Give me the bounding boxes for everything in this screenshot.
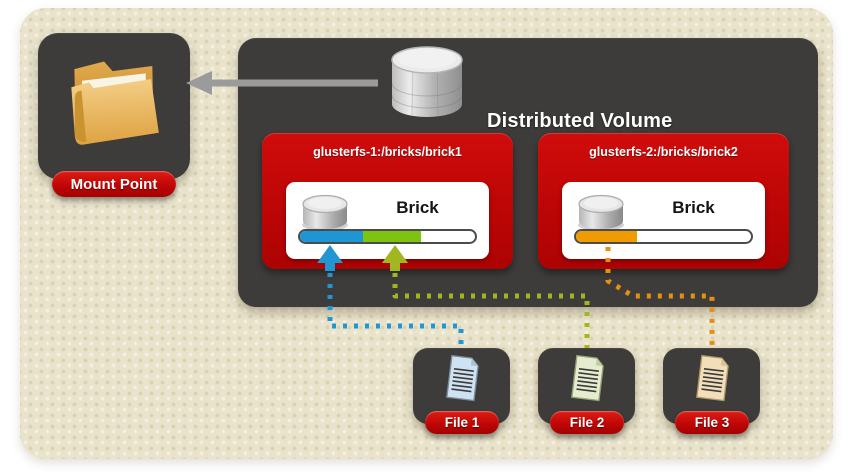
file-2-label-text: File 2 [569,415,605,430]
usage-segment [363,231,421,242]
database-cylinder-icon [391,46,463,117]
usage-segment [576,231,638,242]
brick-usage-bar-1 [298,229,477,244]
disk-cylinder-icon [302,194,348,231]
brick-1-panel: Brick [286,182,489,259]
brick-2-panel: Brick [562,182,765,259]
file-3-label: File 3 [675,411,749,434]
document-icon [446,354,479,402]
mount-point-label-text: Mount Point [70,175,158,193]
usage-segment [300,231,363,242]
brick-1-path: glusterfs-1:/bricks/brick1 [313,145,462,159]
file-1-label: File 1 [425,411,499,434]
folder-icon [71,61,159,145]
disk-cylinder-icon [578,194,624,231]
mount-point-label: Mount Point [52,171,176,197]
document-icon [571,354,604,402]
brick-card-1: glusterfs-1:/bricks/brick1 Brick [262,133,513,269]
mount-point-node [38,33,190,179]
file-3-label-text: File 3 [694,415,730,430]
document-icon [696,354,729,402]
volume-title: Distributed Volume [487,110,673,132]
file-1-label-text: File 1 [444,415,480,430]
file-2-label: File 2 [550,411,624,434]
distributed-volume-box: Distributed Volume glusterfs-1:/bricks/b… [238,38,818,307]
brick-usage-bar-2 [574,229,753,244]
brick-1-label: Brick [396,198,439,217]
brick-2-path: glusterfs-2:/bricks/brick2 [589,145,738,159]
brick-card-2: glusterfs-2:/bricks/brick2 Brick [538,133,789,269]
brick-2-label: Brick [672,198,715,217]
